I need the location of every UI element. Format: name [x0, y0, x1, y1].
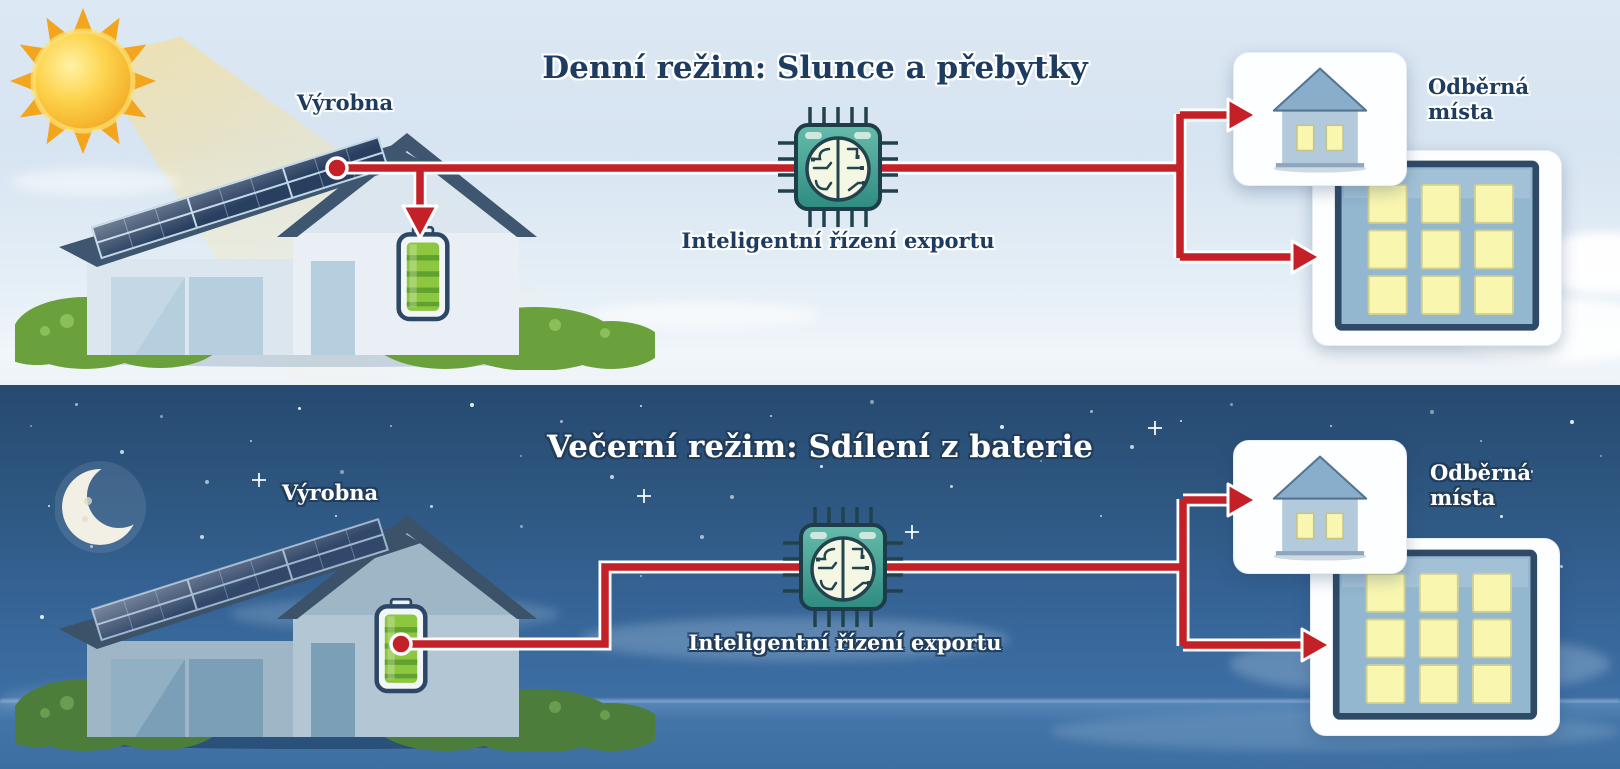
- flow-arrow-icon: [401, 204, 439, 240]
- night-title: Večerní režim: Sdílení z baterie: [547, 429, 1093, 465]
- day-title: Denní režim: Slunce a přebytky: [542, 50, 1088, 86]
- star-dot: [1040, 460, 1042, 462]
- star-dot: [730, 495, 734, 499]
- star-dot: [200, 535, 204, 539]
- star-dot: [1100, 515, 1102, 517]
- star-sparkle-icon: [637, 489, 651, 503]
- star-dot: [120, 450, 124, 454]
- flow-lines-night: [389, 482, 1332, 663]
- star-dot: [520, 525, 523, 528]
- flow-arrow-icon: [1226, 97, 1258, 133]
- star-dot: [335, 515, 337, 517]
- star-dot: [1530, 470, 1533, 473]
- brain-chip-icon: [776, 105, 900, 229]
- controller-label: Inteligentní řízení exportu: [681, 228, 995, 253]
- star-dot: [1430, 410, 1434, 414]
- producer-label: Výrobna: [296, 90, 394, 115]
- star-dot: [298, 407, 301, 410]
- star-dot: [870, 400, 874, 404]
- flow-arrow-icon: [1226, 482, 1258, 518]
- star-dot: [250, 440, 252, 442]
- star-dot: [30, 425, 32, 427]
- star-dot: [1570, 420, 1574, 424]
- star-dot: [820, 465, 823, 468]
- star-dot: [520, 455, 522, 457]
- star-sparkle-icon: [905, 525, 919, 539]
- star-dot: [430, 505, 433, 508]
- star-dot: [48, 505, 50, 507]
- star-dot: [1480, 440, 1482, 442]
- star-dot: [1600, 455, 1602, 457]
- star-dot: [1000, 425, 1004, 429]
- producer-label: Výrobna: [281, 480, 379, 505]
- star-dot: [640, 405, 642, 407]
- star-dot: [560, 420, 563, 423]
- brain-chip-icon: [781, 505, 905, 629]
- night-panel: Večerní režim: Sdílení z baterie Výrobna…: [0, 385, 1620, 769]
- star-dot: [205, 480, 209, 484]
- flow-arrow-icon: [1300, 627, 1332, 663]
- decorative-cloud: [580, 617, 1010, 661]
- house-consumer-card: [1233, 440, 1407, 574]
- star-dot: [1500, 515, 1503, 518]
- star-dot: [160, 415, 163, 418]
- star-dot: [1230, 403, 1233, 406]
- star-dot: [1090, 410, 1093, 413]
- star-dot: [910, 440, 912, 442]
- star-dot: [340, 470, 344, 474]
- star-dot: [470, 403, 474, 407]
- star-sparkle-icon: [252, 473, 266, 487]
- star-dot: [1330, 425, 1332, 427]
- flow-lines-day: [325, 97, 1322, 275]
- star-dot: [1180, 420, 1182, 422]
- star-dot: [40, 615, 44, 619]
- flow-arrow-icon: [1290, 239, 1322, 275]
- star-dot: [1130, 445, 1134, 449]
- star-dot: [950, 485, 953, 488]
- star-dot: [610, 475, 614, 479]
- horizon-line: [0, 699, 1620, 702]
- star-dot: [690, 445, 693, 448]
- star-sparkle-icon: [1148, 421, 1162, 435]
- house-consumer-card: [1233, 52, 1407, 186]
- consumers-label: Odběrná místa: [1428, 74, 1529, 124]
- star-dot: [390, 425, 392, 427]
- consumers-label: Odběrná místa: [1430, 460, 1531, 510]
- flow-line: [401, 496, 1304, 649]
- star-dot: [770, 415, 772, 417]
- star-dot: [700, 535, 704, 539]
- star-dot: [640, 575, 642, 577]
- decorative-cloud: [10, 168, 180, 196]
- star-dot: [75, 403, 78, 406]
- flow-line: [337, 111, 1294, 261]
- connection-node-icon: [325, 156, 349, 180]
- connection-node-icon: [389, 632, 413, 656]
- controller-label: Inteligentní řízení exportu: [688, 630, 1002, 655]
- day-panel: Denní režim: Slunce a přebytky Výrobna I…: [0, 0, 1620, 385]
- star-dot: [1560, 565, 1563, 568]
